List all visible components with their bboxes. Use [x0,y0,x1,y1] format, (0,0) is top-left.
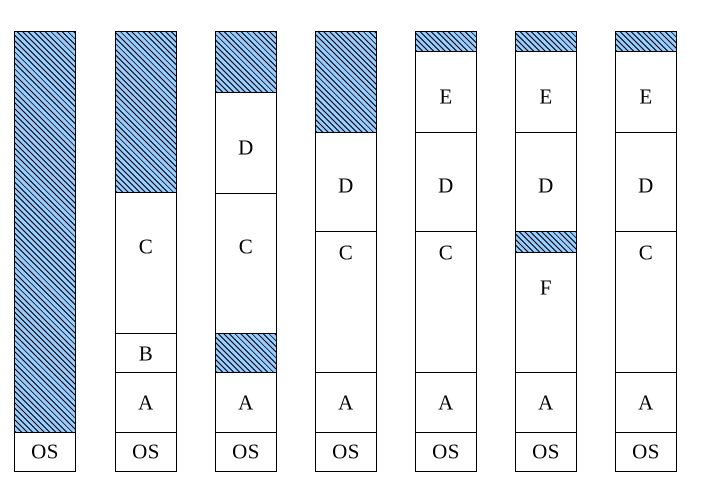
process-region-a: A [616,373,676,433]
segment-label: A [538,390,554,415]
segment-label: C [138,234,154,259]
segment-label: D [638,173,654,198]
segment-label: A [438,390,454,415]
segment-label: D [338,173,354,198]
free-memory-region [416,32,476,52]
process-region-e: E [516,52,576,133]
os-region: OS [116,433,176,471]
memory-bar-snapshot-6: E D F A OS [515,31,577,472]
process-region-f: F [516,253,576,373]
process-region-d: D [516,133,576,232]
free-memory-region [516,232,576,253]
segment-label: E [539,84,553,109]
os-region: OS [15,433,75,471]
memory-bar-snapshot-2: C B A OS [115,31,177,472]
segment-label: OS [532,439,560,464]
process-region-d: D [416,133,476,232]
segment-label: OS [332,439,360,464]
process-region-a: A [416,373,476,433]
free-memory-region [516,32,576,52]
process-region-c: C [316,232,376,373]
memory-bar-snapshot-4: D C A OS [315,31,377,472]
free-memory-region [15,32,75,433]
segment-label: D [538,173,554,198]
free-memory-region [216,32,276,93]
os-region: OS [316,433,376,471]
process-region-c: C [416,232,476,373]
process-region-c: C [216,194,276,334]
process-region-a: A [316,373,376,433]
free-memory-region [616,32,676,52]
process-region-d: D [616,133,676,232]
segment-label: C [338,240,354,265]
process-region-d: D [316,133,376,232]
os-region: OS [416,433,476,471]
process-region-a: A [516,373,576,433]
process-region-c: C [616,232,676,373]
segment-label: A [138,390,154,415]
memory-bar-snapshot-3: D C A OS [215,31,277,472]
os-region: OS [216,433,276,471]
segment-label: A [238,390,254,415]
segment-label: C [438,240,454,265]
memory-bar-snapshot-7: E D C A OS [615,31,677,472]
memory-bar-snapshot-1: OS [14,31,76,472]
os-region: OS [616,433,676,471]
process-region-a: A [216,373,276,433]
segment-label: D [438,173,454,198]
segment-label: OS [232,439,260,464]
segment-label: OS [31,439,59,464]
segment-label: A [638,390,654,415]
segment-label: OS [132,439,160,464]
free-memory-region [216,334,276,373]
segment-label: E [639,84,653,109]
segment-label: C [238,234,254,259]
free-memory-region [116,32,176,193]
segment-label: OS [432,439,460,464]
process-region-d: D [216,93,276,194]
process-region-b: B [116,334,176,373]
segment-label: D [238,135,254,160]
process-region-e: E [416,52,476,133]
segment-label: C [638,240,654,265]
process-region-a: A [116,373,176,433]
process-region-c: C [116,193,176,334]
memory-bar-snapshot-5: E D C A OS [415,31,477,472]
segment-label: E [439,84,453,109]
free-memory-region [316,32,376,133]
segment-label: B [138,341,154,365]
segment-label: OS [632,439,660,464]
segment-label: F [539,275,553,300]
segment-label: A [338,390,354,415]
process-region-e: E [616,52,676,133]
os-region: OS [516,433,576,471]
